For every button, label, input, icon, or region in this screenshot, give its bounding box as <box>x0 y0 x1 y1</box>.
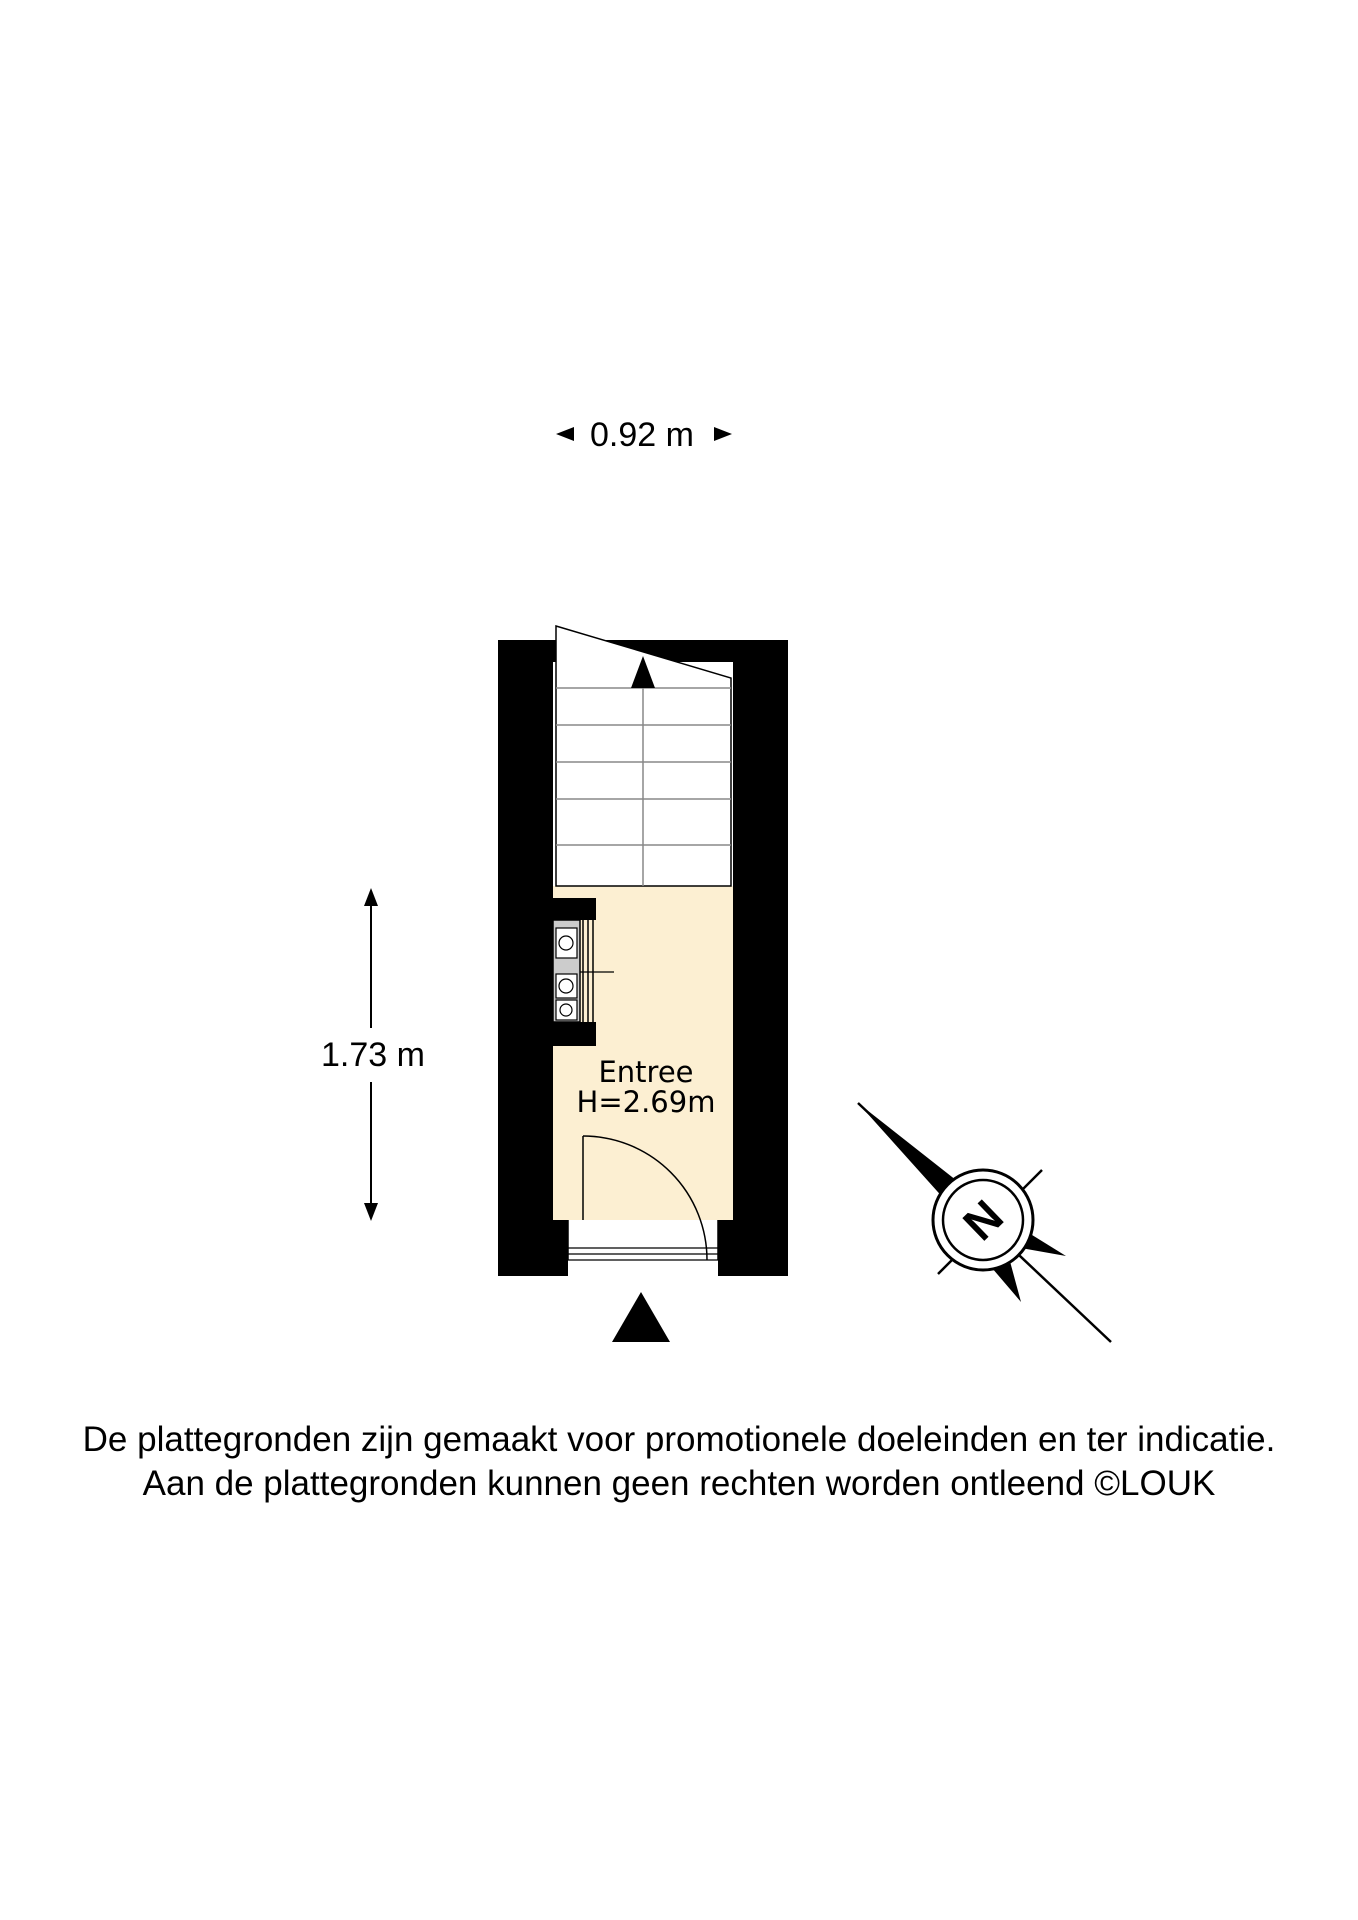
width-arrow-right <box>714 427 732 441</box>
niche-wall-bottom <box>553 1022 596 1046</box>
height-arrow-bottom <box>364 1203 378 1221</box>
height-arrow-top <box>364 888 378 906</box>
meter-dial-icon <box>558 935 574 951</box>
disclaimer-line-1: De plattegronden zijn gemaakt voor promo… <box>82 1420 1276 1459</box>
staircase <box>555 624 732 887</box>
room-height: H=2.69m <box>577 1085 716 1119</box>
niche-wall-top <box>553 898 596 920</box>
room-name: Entree <box>598 1055 693 1089</box>
compass-inner-ring <box>941 1178 1025 1262</box>
height-dimension: 1.73 m <box>321 888 425 1221</box>
compass: N <box>857 1102 1112 1343</box>
meter-dial-icon <box>558 978 574 994</box>
width-arrow-left <box>556 427 574 441</box>
stair-direction-arrow <box>631 656 655 688</box>
door-swing-arc <box>582 1135 708 1261</box>
height-dimension-label: 1.73 m <box>321 1036 425 1074</box>
width-dimension: 0.92 m <box>556 416 732 454</box>
wall-top-left <box>498 640 556 662</box>
wall-bottom-right <box>718 1220 733 1276</box>
wall-right <box>733 640 788 1276</box>
wall-left <box>498 640 553 1276</box>
meter-dial-icon <box>559 1003 573 1017</box>
meter-cupboard <box>552 919 614 1023</box>
width-dimension-label: 0.92 m <box>590 416 694 454</box>
wall-bottom-left <box>553 1220 568 1276</box>
entrance-door <box>567 1135 719 1261</box>
entrance-arrow-icon <box>612 1292 670 1342</box>
disclaimer: De plattegronden zijn gemaakt voor promo… <box>0 1418 1358 1506</box>
disclaimer-line-2: Aan de plattegronden kunnen geen rechten… <box>142 1464 1216 1503</box>
